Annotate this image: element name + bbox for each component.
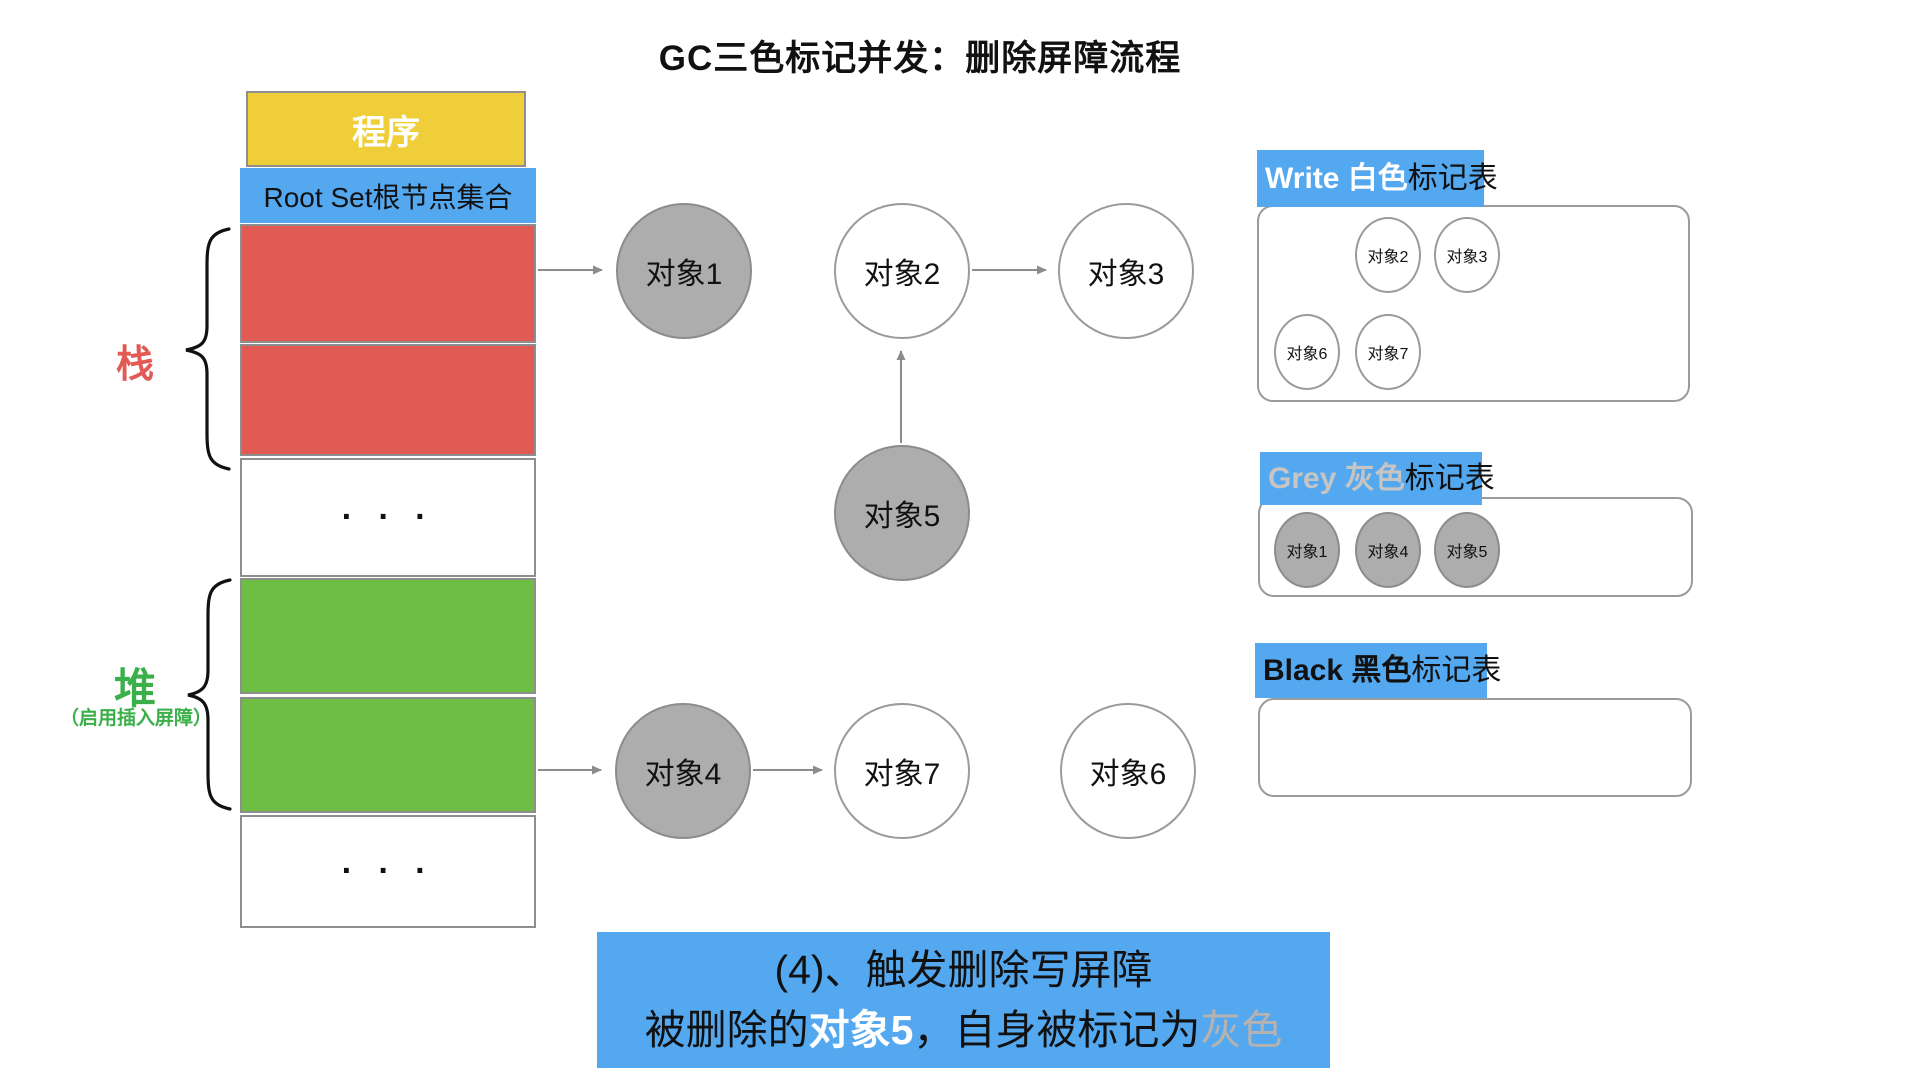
caption-line2-grey: 灰色 [1200,1007,1283,1053]
grey-table-header-cn: 标记表 [1404,462,1495,495]
heap-slot-2 [240,697,536,813]
grey-item-label: 对象5 [1446,544,1488,561]
white-table-item-obj3: 对象3 [1434,217,1500,293]
white-item-label: 对象3 [1446,249,1488,266]
caption-line2-p1: 被删除的 [644,1007,809,1053]
step-caption: (4)、触发删除写屏障 被删除的对象5，自身被标记为灰色 [597,932,1330,1068]
black-table-header-en: Black 黑色 [1263,654,1412,687]
caption-line2-p3: ，自身被标记为 [913,1007,1201,1053]
node-obj7: 对象7 [834,703,970,839]
heap-sublabel: （启用插入屏障） [59,708,212,729]
black-table-header-cn: 标记表 [1411,654,1502,687]
node-obj7-label: 对象7 [863,758,941,791]
caption-line2-obj5: 对象5 [808,1007,914,1053]
node-obj6: 对象6 [1060,703,1196,839]
caption-line2: 被删除的对象5，自身被标记为灰色 [645,1000,1283,1060]
page-title: GC三色标记并发：删除屏障流程 [658,39,1182,78]
white-table-header-en: Write 白色 [1265,162,1408,195]
stack-slot-2 [240,344,536,456]
node-obj3: 对象3 [1058,203,1194,339]
grey-table-item-obj1: 对象1 [1274,512,1340,588]
node-obj4-label: 对象4 [644,758,722,791]
stack-ellipsis-slot: · · · [240,458,536,577]
grey-table-item-obj4: 对象4 [1355,512,1421,588]
white-table-item-obj6: 对象6 [1274,314,1340,390]
white-item-label: 对象6 [1286,346,1328,363]
white-table-header: Write 白色标记表 [1257,150,1498,207]
root-set-label: Root Set根节点集合 [263,181,513,213]
stack-brace [185,227,231,471]
node-obj2-label: 对象2 [863,258,941,291]
stack-label: 栈 [115,344,154,386]
white-item-label: 对象2 [1367,249,1409,266]
heap-brace [187,578,232,811]
white-table-header-cn: 标记表 [1407,162,1498,195]
heap-slot-1 [240,578,536,694]
ellipsis: · · · [341,498,435,536]
node-obj3-label: 对象3 [1087,258,1165,291]
grey-table-header: Grey 灰色标记表 [1260,452,1495,505]
node-obj4: 对象4 [615,703,751,839]
black-table-header: Black 黑色标记表 [1255,643,1501,698]
program-block: 程序 [246,91,526,167]
program-label: 程序 [352,113,420,152]
grey-item-label: 对象1 [1286,544,1328,561]
node-obj1: 对象1 [616,203,752,339]
node-obj6-label: 对象6 [1089,758,1167,791]
caption-line1: (4)、触发删除写屏障 [774,947,1153,993]
heap-label: 堆 [113,665,156,712]
grey-table-item-obj5: 对象5 [1434,512,1500,588]
node-obj1-label: 对象1 [645,258,723,291]
white-item-label: 对象7 [1367,346,1409,363]
white-table-item-obj2: 对象2 [1355,217,1421,293]
grey-table-header-en: Grey 灰色 [1268,462,1405,495]
node-obj5-label: 对象5 [863,500,941,533]
black-table-box [1258,698,1692,797]
heap-ellipsis-slot: · · · [240,815,536,928]
grey-item-label: 对象4 [1367,544,1409,561]
white-table-item-obj7: 对象7 [1355,314,1421,390]
stack-slot-1 [240,224,536,343]
node-obj2: 对象2 [834,203,970,339]
root-set-bar: Root Set根节点集合 [240,168,536,223]
node-obj5: 对象5 [834,445,970,581]
ellipsis: · · · [341,852,435,890]
